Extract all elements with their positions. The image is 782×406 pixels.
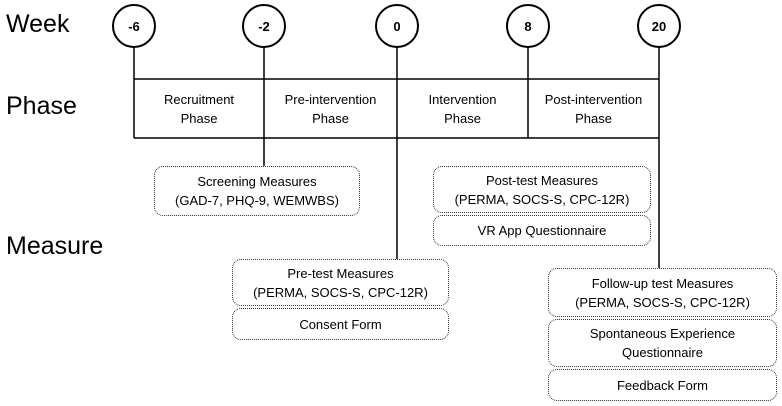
spontaneous-experience-line1: Spontaneous Experience [589, 326, 736, 341]
pre-test-measures-box: Pre-test Measures (PERMA, SOCS-S, CPC-12… [232, 259, 449, 306]
week-row-label: Week [6, 10, 70, 38]
screening-measures-title: Screening Measures [197, 174, 317, 189]
spontaneous-experience-line2: Questionnaire [622, 345, 703, 360]
spontaneous-experience-box: Spontaneous Experience Questionnaire [548, 319, 777, 367]
measure-row-label: Measure [6, 232, 104, 260]
screening-measures-box: Screening Measures (GAD-7, PHQ-9, WEMWBS… [154, 166, 360, 216]
phase-post-intervention: Post-intervention Phase [544, 92, 643, 126]
week-marker-0: 0 [375, 4, 419, 48]
post-test-measures-items: (PERMA, SOCS-S, CPC-12R) [454, 191, 630, 207]
phase-recruitment: Recruitment Phase [163, 92, 235, 126]
pre-test-measures-items: (PERMA, SOCS-S, CPC-12R) [253, 284, 428, 300]
week-marker-minus2: -2 [242, 4, 286, 48]
week-marker-8: 8 [506, 4, 550, 48]
phase-row-label: Phase [6, 92, 77, 120]
phase-pre-intervention: Pre-intervention Phase [284, 92, 377, 126]
follow-up-measures-title: Follow-up test Measures [591, 275, 734, 291]
consent-form-label: Consent Form [299, 316, 382, 332]
follow-up-measures-box: Follow-up test Measures (PERMA, SOCS-S, … [548, 268, 777, 317]
consent-form-box: Consent Form [232, 308, 449, 340]
screening-measures-items: (GAD-7, PHQ-9, WEMWBS) [175, 193, 339, 208]
post-test-measures-title: Post-test Measures [486, 172, 598, 188]
vr-app-questionnaire-box: VR App Questionnaire [433, 215, 651, 246]
vr-app-questionnaire-label: VR App Questionnaire [477, 223, 607, 238]
phase-intervention: Intervention Phase [428, 92, 497, 126]
week-marker-minus6: -6 [112, 4, 156, 48]
post-test-measures-box: Post-test Measures (PERMA, SOCS-S, CPC-1… [433, 166, 651, 213]
feedback-form-label: Feedback Form [616, 377, 709, 393]
feedback-form-box: Feedback Form [548, 369, 777, 401]
pre-test-measures-title: Pre-test Measures [287, 265, 394, 281]
week-marker-20: 20 [637, 4, 681, 48]
follow-up-measures-items: (PERMA, SOCS-S, CPC-12R) [575, 294, 750, 310]
